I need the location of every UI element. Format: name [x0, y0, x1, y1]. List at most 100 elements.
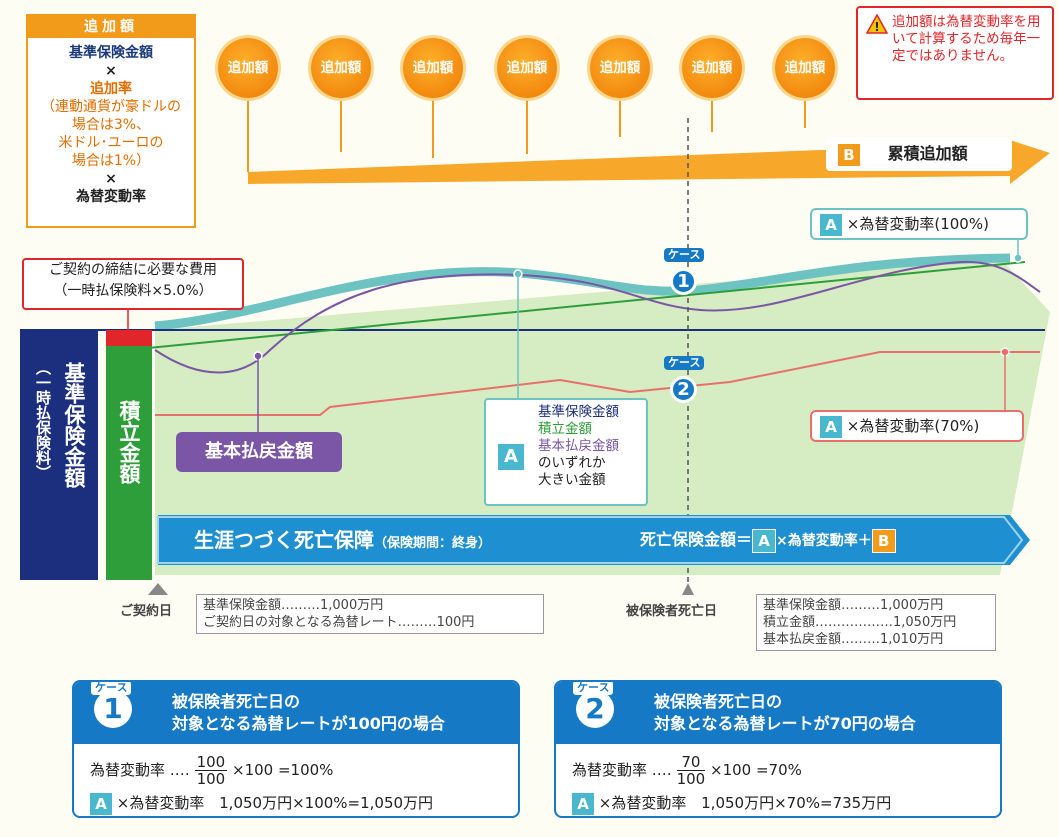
- case1-tag: ケース: [664, 248, 705, 262]
- formula-note-1: （連動通貨が豪ドルの: [41, 99, 181, 115]
- refund-curve: [154, 260, 1041, 374]
- coin-stems: [247, 96, 806, 172]
- base-amount-curve-teal: [154, 253, 1011, 331]
- contract-day-line-2: ご契約日の対象となる為替レート………100円: [203, 615, 475, 630]
- a-legend-box: A 基準保険金額 積立金額 基本払戻金額 のいずれか 大きい金額: [484, 398, 648, 506]
- formula-times-2: ×: [105, 171, 117, 187]
- case1-a: A: [90, 792, 112, 815]
- case2-tag: ケース: [664, 356, 705, 370]
- case1-rate-result: ×100 =100%: [232, 761, 334, 779]
- case2-box: ケース 2 被保険者死亡日の対象となる為替レートが70円の場合 為替変動率 ‥‥…: [554, 680, 1002, 818]
- formula-note-3: 米ドル･ユーロの: [58, 135, 164, 151]
- addition-coin-7: 追加額: [775, 38, 835, 98]
- death-day-line-3: 基本払戻金額………1,010万円: [763, 632, 944, 647]
- legend-a-either: のいずれか: [538, 455, 606, 471]
- formula-rate: 追加率: [90, 81, 132, 97]
- death-benefit-formula: 死亡保険金額＝A×為替変動率＋B: [640, 526, 896, 555]
- label-a-100-text: ×為替変動率(100%): [846, 215, 989, 233]
- case2-rate-result: ×100 =70%: [710, 761, 802, 779]
- formula-a: A: [752, 528, 777, 553]
- accumulation-column-label: 積立金額: [117, 400, 141, 484]
- addition-coin-2: 追加額: [311, 38, 371, 98]
- contract-day-label: ご契約日: [120, 604, 173, 619]
- death-day-line-2: 積立金額………………1,050万円: [763, 615, 957, 630]
- label-a-70: A ×為替変動率(70%): [810, 410, 1024, 442]
- base-amount-column-label: 基準保険金額: [62, 362, 86, 488]
- refund-label: 基本払戻金額: [176, 432, 342, 472]
- case2-denominator: 100: [676, 770, 706, 788]
- coverage-title: 生涯つづく死亡保障: [194, 528, 374, 552]
- case1-calc-value: 1,050万円×100%=1,050万円: [219, 794, 434, 812]
- addition-coin-3: 追加額: [403, 38, 463, 98]
- legend-a-base: 基準保険金額: [538, 404, 619, 420]
- warning-box: ! 追加額は為替変動率を用いて計算するため毎年一定ではありません。: [856, 6, 1054, 100]
- fee-line-1: ご契約の締結に必要な費用: [49, 262, 217, 278]
- addition-coin-5: 追加額: [590, 38, 650, 98]
- coverage-banner: [158, 515, 1030, 565]
- case1-denominator: 100: [196, 770, 226, 788]
- case2-a: A: [572, 792, 594, 815]
- svg-text:!: !: [874, 20, 879, 34]
- formula-header: 追加額: [28, 16, 194, 38]
- case1-title-1: 被保険者死亡日の: [172, 692, 301, 711]
- coverage-period: （保険期間：終身）: [374, 536, 492, 551]
- warning-icon: !: [866, 14, 888, 34]
- addition-coin-4: 追加額: [497, 38, 557, 98]
- label-a-letter: A: [820, 415, 842, 438]
- formula-mid: ×為替変動率＋: [776, 533, 872, 549]
- formula-fx: 為替変動率: [76, 189, 146, 205]
- formula-note-2: 場合は3%、: [71, 117, 151, 133]
- case1-box: ケース 1 被保険者死亡日の対象となる為替レートが100円の場合 為替変動率 ‥…: [72, 680, 520, 818]
- formula-b: B: [871, 528, 896, 553]
- case2-numerator: 70: [676, 754, 706, 771]
- case1-badge: 1: [94, 690, 132, 728]
- case2-title-1: 被保険者死亡日の: [654, 692, 783, 711]
- legend-a-larger: 大きい金額: [538, 472, 606, 488]
- addition-formula-box: 追加額 基準保険金額 × 追加率 （連動通貨が豪ドルの 場合は3%、 米ドル･ユ…: [26, 14, 196, 228]
- case2-badge: 2: [576, 690, 614, 728]
- warning-text: 追加額は為替変動率を用いて計算するため毎年一定ではありません。: [892, 14, 1041, 64]
- label-a-70-text: ×為替変動率(70%): [846, 417, 980, 435]
- case2-rate-label: 為替変動率 ‥‥: [572, 761, 672, 779]
- label-a-letter: A: [820, 213, 842, 236]
- case1-marker: 1: [670, 268, 697, 295]
- case2-title-2: 対象となる為替レートが70円の場合: [654, 714, 916, 733]
- cumulative-label: B 累積追加額: [826, 137, 1012, 171]
- case1-rate-label: 為替変動率 ‥‥: [90, 761, 190, 779]
- death-day-info: 基準保険金額………1,000万円 積立金額………………1,050万円 基本払戻金…: [756, 594, 996, 651]
- legend-a-letter: A: [498, 444, 524, 470]
- base-amount-column: 基準保険金額 （一時払保険料）: [20, 330, 98, 580]
- legend-a-refund: 基本払戻金額: [538, 438, 619, 454]
- coverage-banner-text: 生涯つづく死亡保障（保険期間：終身）: [194, 522, 491, 562]
- death-day-line-1: 基準保険金額………1,000万円: [763, 598, 944, 613]
- addition-coin-1: 追加額: [218, 38, 278, 98]
- case1-calc-label: ×為替変動率: [116, 794, 205, 812]
- case2-calc-row: A ×為替変動率 1,050万円×70%=735万円: [572, 792, 891, 815]
- case2-calc-value: 1,050万円×70%=735万円: [701, 794, 892, 812]
- base-amount-column-sub: （一時払保険料）: [34, 360, 52, 480]
- addition-coin-6: 追加額: [682, 38, 742, 98]
- formula-times: ×: [105, 63, 117, 79]
- case2-marker: 2: [670, 376, 697, 403]
- case1-calc-row: A ×為替変動率 1,050万円×100%=1,050万円: [90, 792, 433, 815]
- fee-bar: [106, 330, 152, 346]
- case2-calc-label: ×為替変動率: [598, 794, 687, 812]
- case1-title-2: 対象となる為替レートが100円の場合: [172, 714, 445, 733]
- fee-line-2: （一時払保険料×5.0%）: [53, 283, 213, 299]
- contract-day-info: 基準保険金額………1,000万円 ご契約日の対象となる為替レート………100円: [196, 594, 544, 634]
- case2-curve: [155, 351, 1040, 416]
- contract-day-line-1: 基準保険金額………1,000万円: [203, 598, 384, 613]
- death-day-label: 被保険者死亡日: [626, 604, 718, 619]
- death-benefit-label: 死亡保険金額＝: [640, 530, 753, 549]
- cumulative-letter: B: [838, 143, 860, 166]
- formula-note-4: 場合は1%）: [71, 153, 151, 169]
- cumulative-text: 累積追加額: [887, 144, 968, 163]
- label-a-100: A ×為替変動率(100%): [810, 208, 1028, 240]
- case1-numerator: 100: [194, 753, 228, 771]
- formula-base: 基準保険金額: [69, 45, 153, 61]
- accumulation-column: 積立金額: [106, 346, 152, 580]
